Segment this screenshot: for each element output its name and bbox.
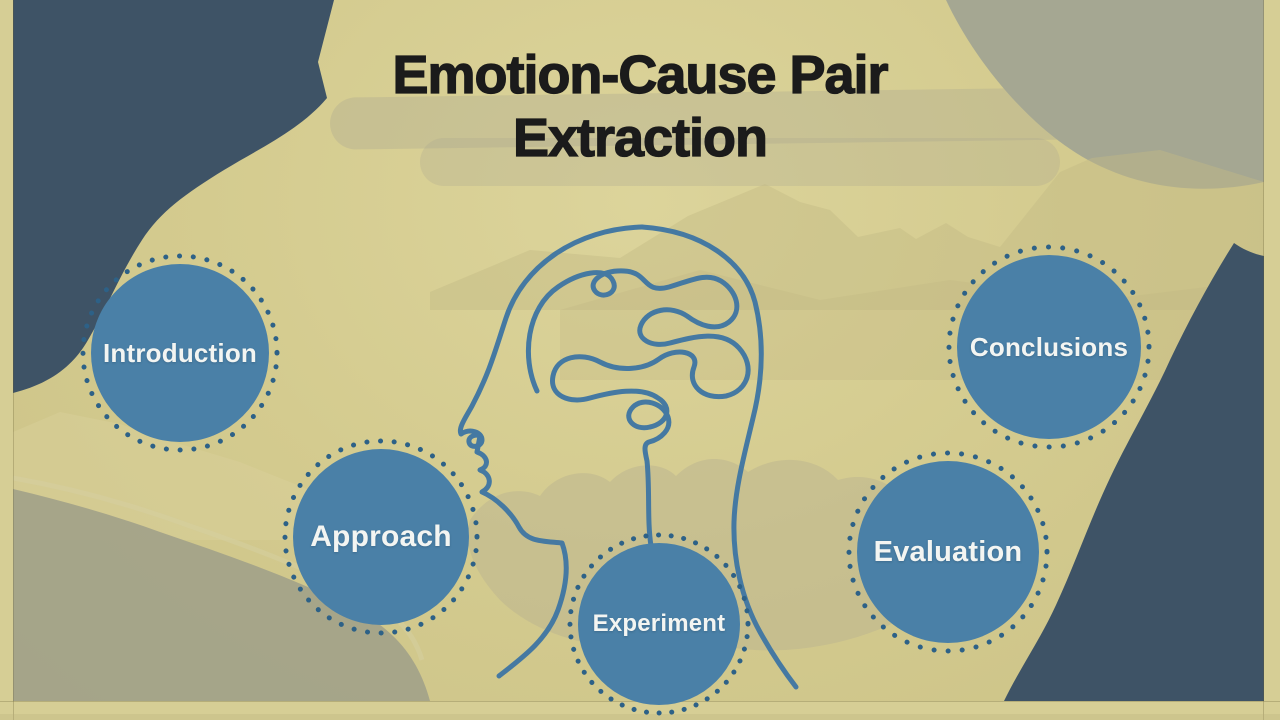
title-line-1: Emotion-Cause Pair [392, 44, 889, 105]
frame-strip-left [0, 0, 13, 720]
title-line-2: Extraction [512, 107, 768, 168]
navy-wedge-bottom-right [1004, 243, 1264, 701]
head-back-line [639, 224, 799, 690]
topic-label: Evaluation [873, 535, 1023, 568]
slide-title: Emotion-Cause Pair Extraction [190, 44, 1090, 169]
frame-strip-right [1264, 0, 1280, 720]
topic-circle-introduction[interactable]: Introduction [74, 247, 286, 459]
frame-strip-bottom [0, 701, 1280, 720]
topic-circle-approach[interactable]: Approach [276, 432, 486, 642]
dotted-ring [946, 244, 1152, 450]
topic-label: Experiment [592, 610, 726, 637]
rocky-ridge-left [13, 412, 360, 540]
thought-tangle-line [525, 268, 751, 549]
sage-hill-top-right [946, 0, 1264, 189]
topic-circle-evaluation[interactable]: Evaluation [840, 444, 1056, 660]
olive-slope-bottom-left [13, 489, 430, 701]
topic-label: Conclusions [969, 331, 1129, 362]
navy-wedge-top-left [13, 0, 334, 393]
topic-circle-conclusions[interactable]: Conclusions [940, 238, 1158, 456]
topic-label: Introduction [102, 337, 258, 368]
dotted-ring [282, 438, 480, 636]
topic-circle-experiment[interactable]: Experiment [561, 526, 757, 720]
topic-label: Approach [310, 520, 452, 553]
title-brush-smear-2 [420, 138, 1060, 186]
title-brush-smear [330, 86, 1160, 150]
head-profile-line [457, 224, 645, 679]
dotted-ring [567, 532, 751, 716]
dotted-ring [80, 253, 280, 453]
dotted-ring [846, 450, 1050, 654]
